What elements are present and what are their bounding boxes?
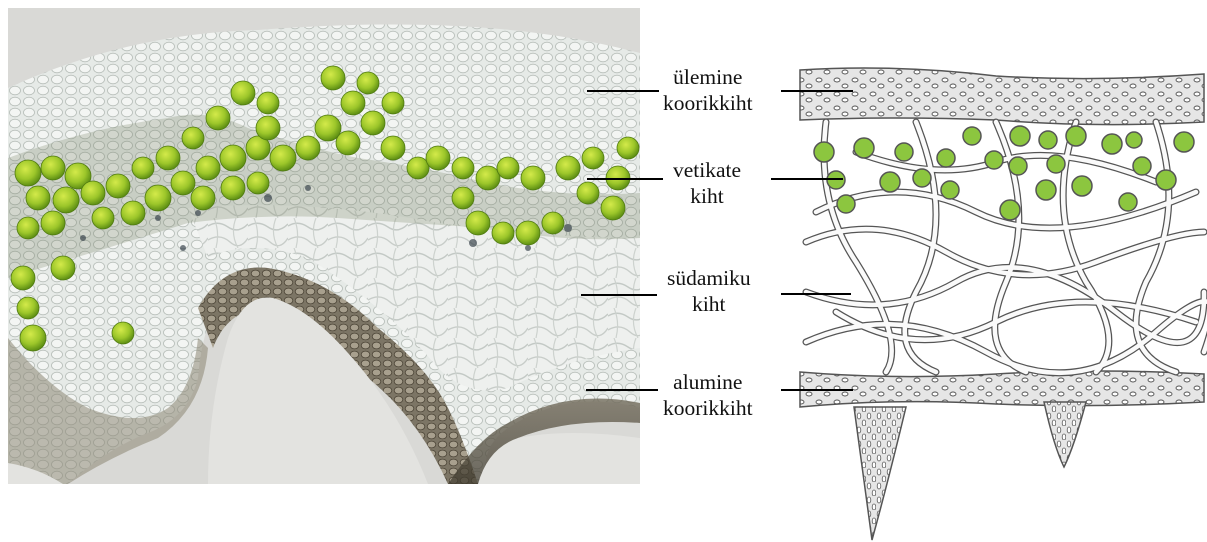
leader-upper-right [781,90,853,92]
upper-cortex-drawing [800,68,1204,125]
label-upper-cortex-line1: ülemine [663,64,753,90]
rhizine-left [854,407,906,540]
label-medulla-line1: südamiku [667,265,751,291]
leader-lower-left [586,389,658,391]
label-upper-cortex-line2: koorikkiht [663,90,753,116]
label-lower-cortex-line1: alumine [663,369,753,395]
lower-cortex-drawing [800,371,1204,407]
leader-medulla-right [781,293,851,295]
label-medulla-line2: kiht [667,291,751,317]
leader-upper-left [587,90,659,92]
leader-medulla-left [581,294,657,296]
label-lower-cortex: alumine koorikkiht [663,369,753,421]
label-algal-layer-line2: kiht [673,183,741,209]
label-algal-layer-line1: vetikate [673,157,741,183]
lichen-micrograph [8,8,640,484]
leader-algal-right [771,178,843,180]
leader-lower-right [781,389,853,391]
lichen-cross-section-drawing [796,62,1207,542]
label-algal-layer: vetikate kiht [673,157,741,209]
label-lower-cortex-line2: koorikkiht [663,395,753,421]
leader-algal-left [587,178,663,180]
rhizine-right [1044,402,1086,467]
label-upper-cortex: ülemine koorikkiht [663,64,753,116]
label-medulla: südamiku kiht [667,265,751,317]
